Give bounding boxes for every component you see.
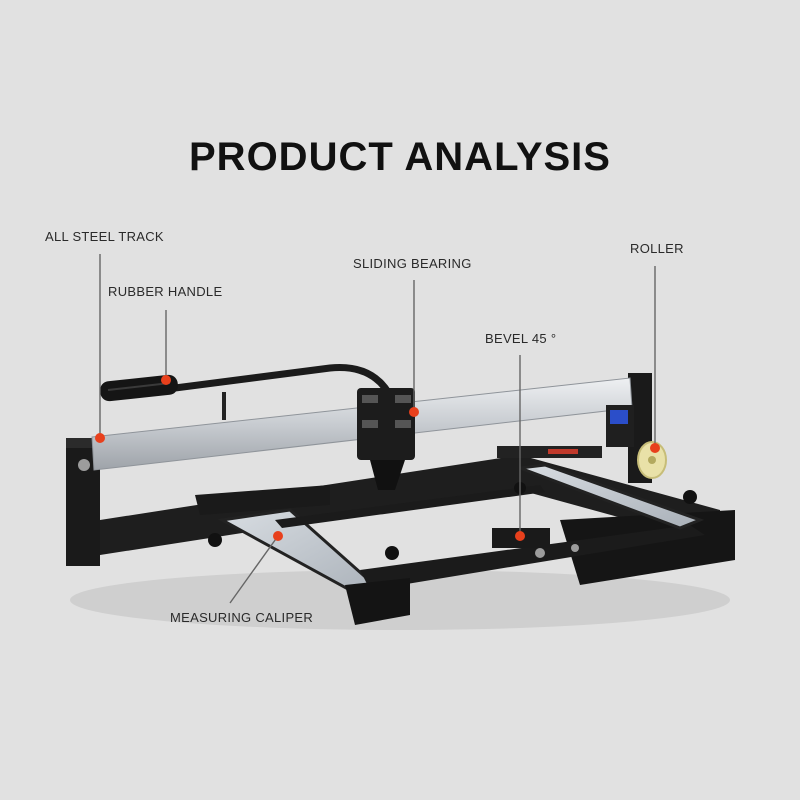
page-title: PRODUCT ANALYSIS (189, 135, 611, 179)
callout-lines (99, 254, 656, 604)
left-foot (195, 485, 330, 515)
label-roller: ROLLER (630, 241, 684, 256)
knob-3 (683, 490, 697, 504)
marker-bevel (515, 531, 525, 541)
label-bevel-45: BEVEL 45 ° (485, 331, 557, 346)
scoring-wheel-holder (370, 460, 405, 490)
front-left-foot (345, 578, 410, 625)
rubber-grip (100, 374, 178, 402)
callout-markers (95, 375, 660, 541)
caliper-right-bar (519, 463, 705, 530)
marker-caliper (273, 531, 283, 541)
bearing-wheel-2 (362, 420, 378, 428)
grip-texture (107, 382, 171, 391)
label-sliding-bearing: SLIDING BEARING (353, 256, 472, 271)
roller-blue-label (610, 410, 628, 424)
label-all-steel-track: ALL STEEL TRACK (45, 229, 164, 244)
marker-bearing (409, 407, 419, 417)
knob-1 (208, 533, 222, 547)
label-measuring-caliper: MEASURING CALIPER (170, 610, 314, 625)
bevel-screw-2 (571, 544, 579, 552)
marker-roller (650, 443, 660, 453)
knob-2 (385, 546, 399, 560)
roller-hub (648, 456, 656, 464)
marker-handle (161, 375, 171, 385)
bearing-wheel-1 (362, 395, 378, 403)
marker-track (95, 433, 105, 443)
handle-stopper (222, 392, 226, 420)
leader-caliper (229, 535, 279, 604)
bearing-wheel-4 (395, 420, 411, 428)
caliper-back-bar (275, 485, 545, 528)
caliper-front-bar (360, 525, 705, 590)
label-rubber-handle: RUBBER HANDLE (108, 284, 223, 299)
rail-red-stripe (548, 449, 578, 454)
bevel-screw (535, 548, 545, 558)
cutting-head (357, 388, 415, 460)
handle-arm (171, 364, 392, 396)
bearing-wheel-3 (395, 395, 411, 403)
left-end-post-cap (66, 438, 100, 448)
left-post-bolt (78, 459, 90, 471)
